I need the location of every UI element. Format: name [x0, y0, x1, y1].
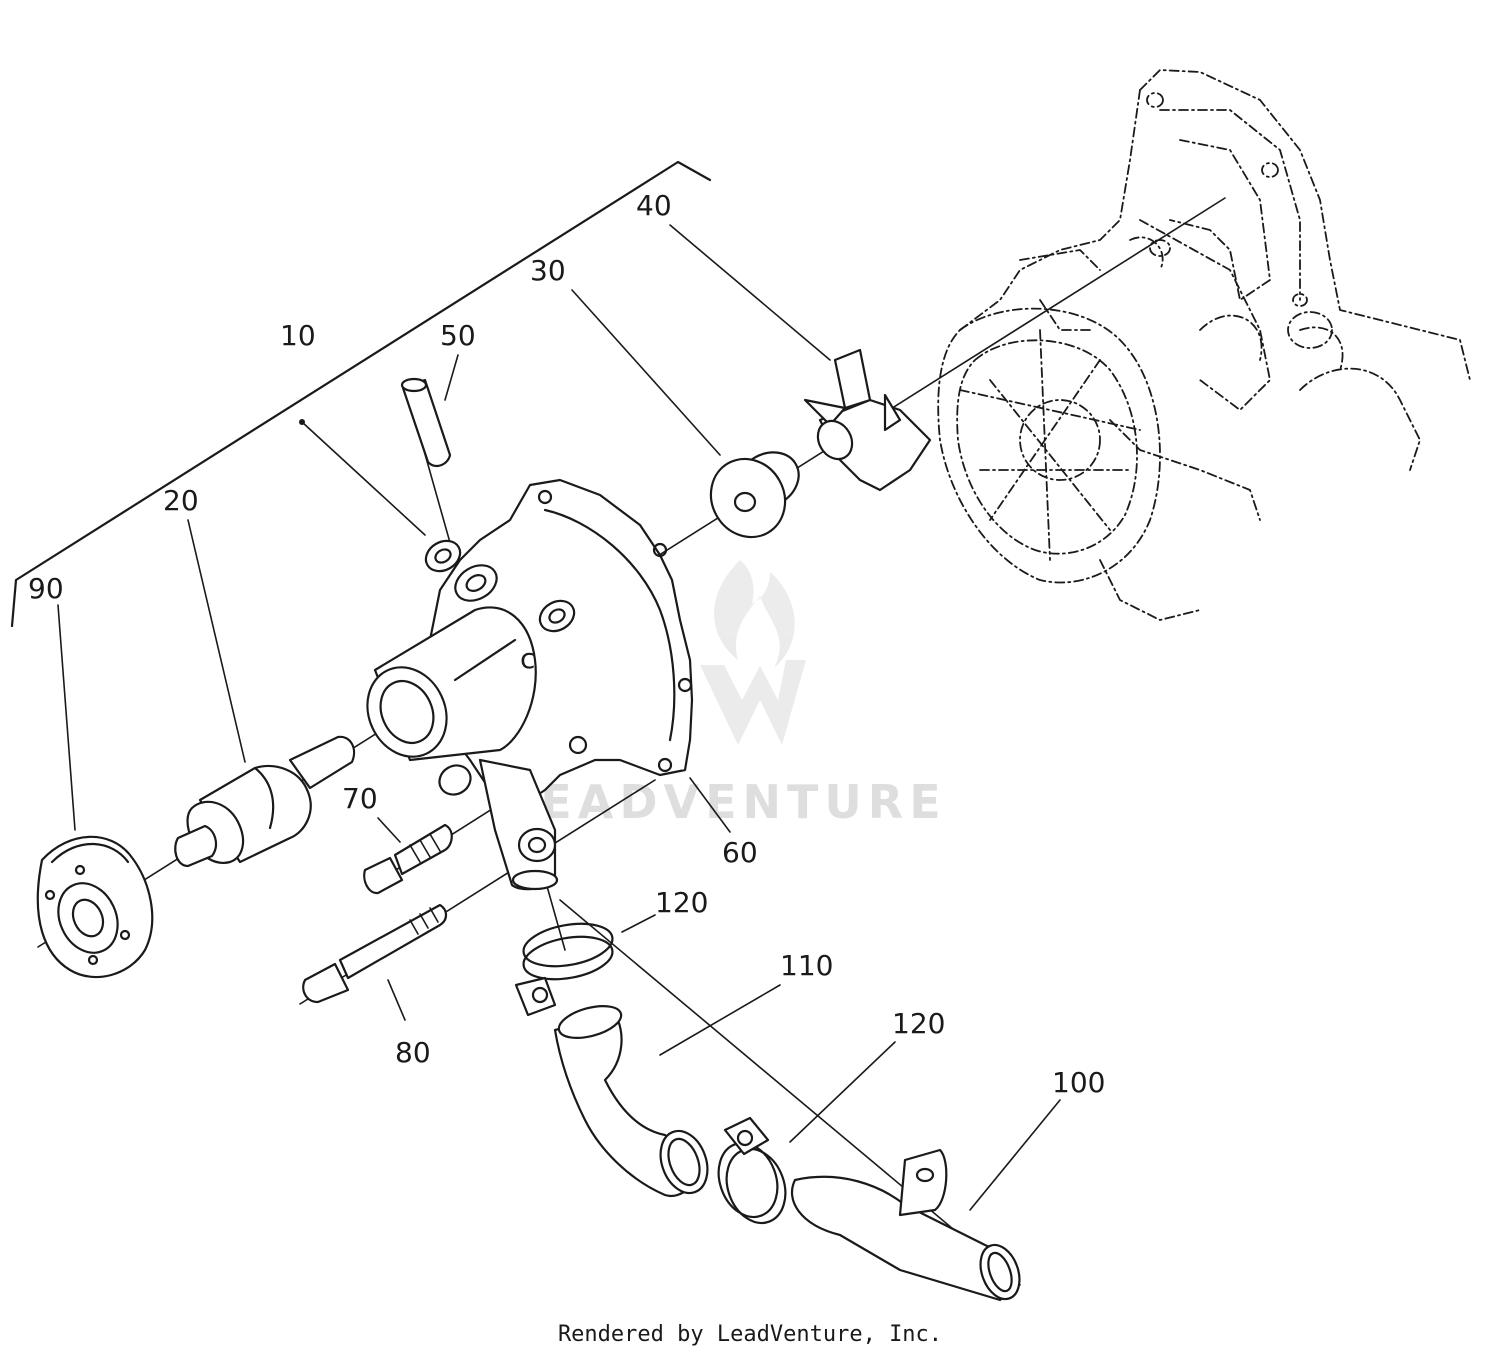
pump-housing: c: [366, 478, 694, 891]
bolt-80: [302, 903, 448, 1004]
callout-30: 30: [530, 254, 566, 287]
callout-50: 50: [440, 319, 476, 352]
footer-credit: Rendered by LeadVenture, Inc.: [557, 1322, 943, 1347]
pipe-50: [400, 377, 452, 468]
svg-text:c: c: [520, 642, 535, 675]
bolt-70: [363, 823, 453, 895]
callout-90: 90: [28, 572, 64, 605]
impeller-40: [803, 348, 932, 492]
callout-labels: 10 20 30 40 50 60 70 80 90 100 110 120 1…: [28, 189, 1105, 1099]
callout-120-lower: 120: [892, 1007, 945, 1040]
callout-60: 60: [722, 836, 758, 869]
watermark-logo: [700, 560, 806, 745]
callout-20: 20: [163, 484, 199, 517]
kit-bracket: [10, 160, 712, 628]
engine-block: [937, 69, 1471, 621]
callout-100: 100: [1052, 1066, 1105, 1099]
seal-30: [709, 451, 800, 539]
hose-clamp-upper: [514, 922, 614, 1017]
leader-lines: [57, 224, 1061, 1211]
callout-80: 80: [395, 1036, 431, 1069]
callout-110: 110: [780, 949, 833, 982]
callout-70: 70: [342, 782, 378, 815]
callout-10: 10: [280, 319, 316, 352]
hose-110: [553, 1005, 709, 1198]
pulley-flange: [36, 835, 154, 979]
hose-clamp-lower: [717, 1116, 787, 1225]
callout-40: 40: [636, 189, 672, 222]
callout-120-upper: 120: [655, 886, 708, 919]
shaft-bearing: [174, 735, 356, 868]
watermark-text: LEADVENTURE: [505, 775, 947, 829]
water-pipe-100: [790, 1148, 1021, 1302]
